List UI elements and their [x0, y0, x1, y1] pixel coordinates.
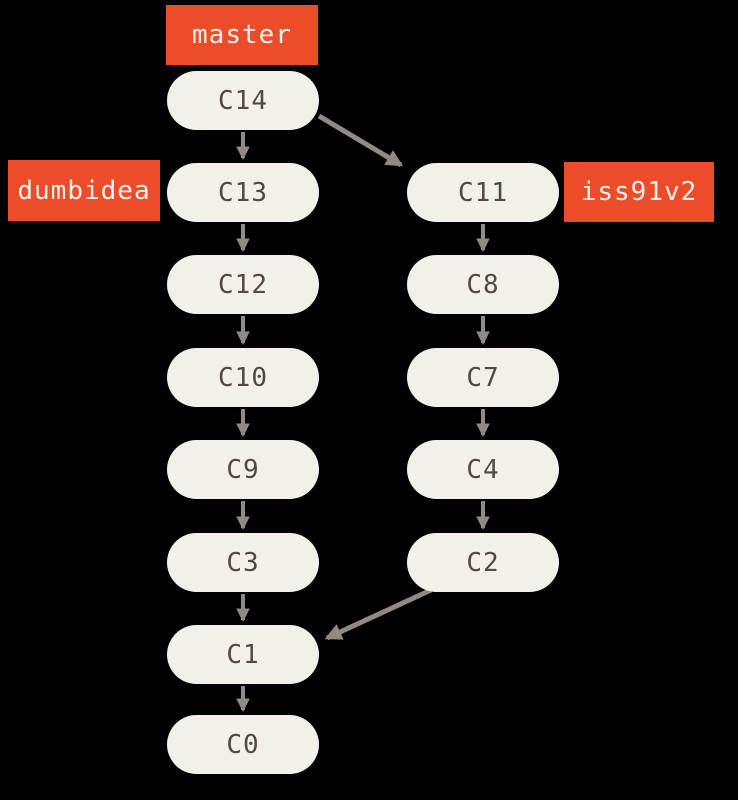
branch-label-master-text: master	[192, 20, 292, 50]
commit-label-c13: C13	[218, 177, 268, 208]
commit-label-c9: C9	[226, 454, 260, 485]
branch-label-iss91v2: iss91v2	[564, 162, 714, 222]
commit-node-c13: C13	[167, 163, 319, 222]
commit-label-c8: C8	[466, 269, 500, 300]
branch-label-iss91v2-text: iss91v2	[580, 177, 698, 207]
edge-c2-c1-arrow	[324, 587, 433, 641]
commit-node-c0: C0	[167, 715, 319, 774]
commit-node-c11: C11	[407, 163, 559, 222]
commit-label-c14: C14	[218, 85, 268, 116]
commit-label-c10: C10	[218, 362, 268, 393]
branch-label-master: master	[166, 5, 318, 65]
commit-label-c4: C4	[466, 454, 500, 485]
edge-c14-c11-arrow	[317, 113, 404, 168]
commit-node-c12: C12	[167, 255, 319, 314]
commit-node-c3: C3	[167, 533, 319, 592]
branch-label-dumbidea: dumbidea	[8, 160, 160, 221]
commit-node-c10: C10	[167, 348, 319, 407]
commit-node-c14: C14	[167, 71, 319, 130]
commit-label-c12: C12	[218, 269, 268, 300]
commit-node-c9: C9	[167, 440, 319, 499]
commit-node-c2: C2	[407, 533, 559, 592]
commit-node-c4: C4	[407, 440, 559, 499]
commit-label-c11: C11	[458, 177, 508, 208]
commit-label-c1: C1	[226, 639, 260, 670]
commit-label-c0: C0	[226, 729, 260, 760]
commit-node-c8: C8	[407, 255, 559, 314]
branch-label-dumbidea-text: dumbidea	[17, 175, 151, 206]
commit-label-c3: C3	[226, 547, 260, 578]
commit-label-c2: C2	[466, 547, 500, 578]
commit-node-c1: C1	[167, 625, 319, 684]
commit-label-c7: C7	[466, 362, 500, 393]
commit-node-c7: C7	[407, 348, 559, 407]
